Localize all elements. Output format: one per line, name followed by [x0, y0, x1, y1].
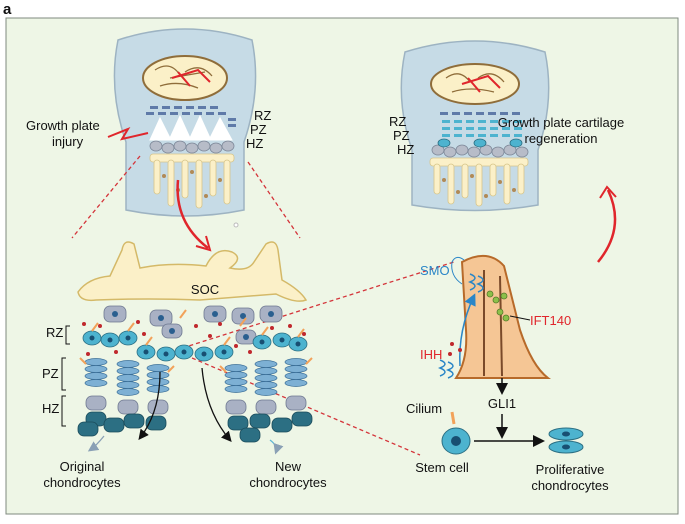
zoom-rz-label: RZ [46, 325, 63, 340]
ihh-label: IHH [420, 347, 442, 362]
smo-translocation-arrow [459, 293, 476, 367]
injury-zone [149, 114, 233, 141]
original-chondrocytes-line2: chondrocytes [43, 475, 121, 490]
proliferative-columns [84, 358, 308, 396]
ift140-complex [486, 290, 510, 322]
smo-receptor-bottom [437, 359, 454, 379]
top-left-pz-label: PZ [250, 122, 267, 137]
regeneration-arrow-up [597, 189, 617, 263]
smo-label: SMO [420, 263, 450, 278]
top-right-hz-label: HZ [397, 142, 414, 157]
zoom-line-left [71, 155, 141, 239]
top-left-hz-label: HZ [246, 136, 263, 151]
soc-label: SOC [191, 282, 219, 297]
ihh-dots [82, 320, 306, 356]
cilium-label: Cilium [406, 401, 442, 416]
secondary-ossification-center [142, 55, 228, 101]
regeneration-label-line1: Growth plate cartilage [498, 115, 624, 130]
regeneration-label-line2: regeneration [525, 131, 598, 146]
injury-label-line1: Growth plate [26, 118, 100, 133]
bone-regenerated [400, 40, 550, 212]
injury-label-line2: injury [52, 134, 84, 149]
top-right-pz-label: PZ [393, 128, 410, 143]
original-chondrocytes-line1: Original [60, 459, 105, 474]
zoom-hz-label: HZ [42, 401, 59, 416]
zoom-line-right [247, 161, 301, 239]
panel-background [5, 17, 679, 515]
smo-receptor-top [467, 273, 484, 293]
top-left-rz-label: RZ [254, 108, 271, 123]
arrow-to-new [201, 367, 232, 442]
ift140-label: IFT140 [530, 313, 571, 328]
zoom-pz-label: PZ [42, 366, 59, 381]
new-chondrocytes-line2: chondrocytes [249, 475, 327, 490]
proliferative-label-line2: chondrocytes [531, 478, 609, 493]
gli1-label: GLI1 [488, 396, 516, 411]
arrow-to-original [138, 371, 161, 441]
bone-injury [113, 28, 257, 217]
primary-cilium [454, 255, 551, 379]
panel-letter: a [3, 1, 12, 18]
injury-lightning-arrow [107, 126, 149, 141]
top-right-rz-label: RZ [389, 114, 406, 129]
stem-cell-label: Stem cell [415, 460, 469, 475]
zoom-arrow-down [176, 179, 209, 249]
zoom-line-pathway-bottom [191, 357, 421, 456]
soc-bone [77, 241, 308, 302]
new-chondrocytes-line1: New [275, 459, 302, 474]
proliferative-label-line1: Proliferative [536, 462, 605, 477]
stem-cell-cilium [450, 411, 456, 425]
